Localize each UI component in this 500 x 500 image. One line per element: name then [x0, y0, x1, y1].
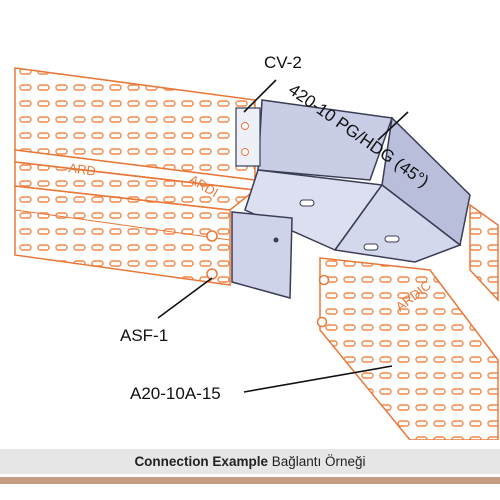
left-tray: [14, 67, 257, 286]
leader-elbow: [377, 111, 409, 141]
connection-diagram: ARD ARDI ARDIC: [14, 67, 499, 440]
caption-rule: [0, 477, 500, 484]
brand-left: ARD: [68, 160, 97, 179]
leader-cv2: [243, 79, 277, 113]
leader-asf1: [157, 277, 213, 319]
caption-normal: Bağlantı Örneği: [271, 454, 366, 469]
caption: Connection Example Bağlantı Örneği: [0, 449, 500, 474]
cv2-label: CV-2: [264, 53, 302, 72]
a20-label: A20-10A-15: [130, 384, 221, 403]
asf1-splice-plate: [206, 211, 293, 299]
right-tray: [316, 203, 499, 440]
asf1-label: ASF-1: [120, 326, 169, 345]
leader-a20: [243, 365, 393, 393]
caption-band: [0, 449, 500, 474]
cv2-connector: [235, 107, 261, 167]
caption-bold: Connection Example: [134, 454, 268, 469]
elbow-45: [244, 99, 471, 263]
